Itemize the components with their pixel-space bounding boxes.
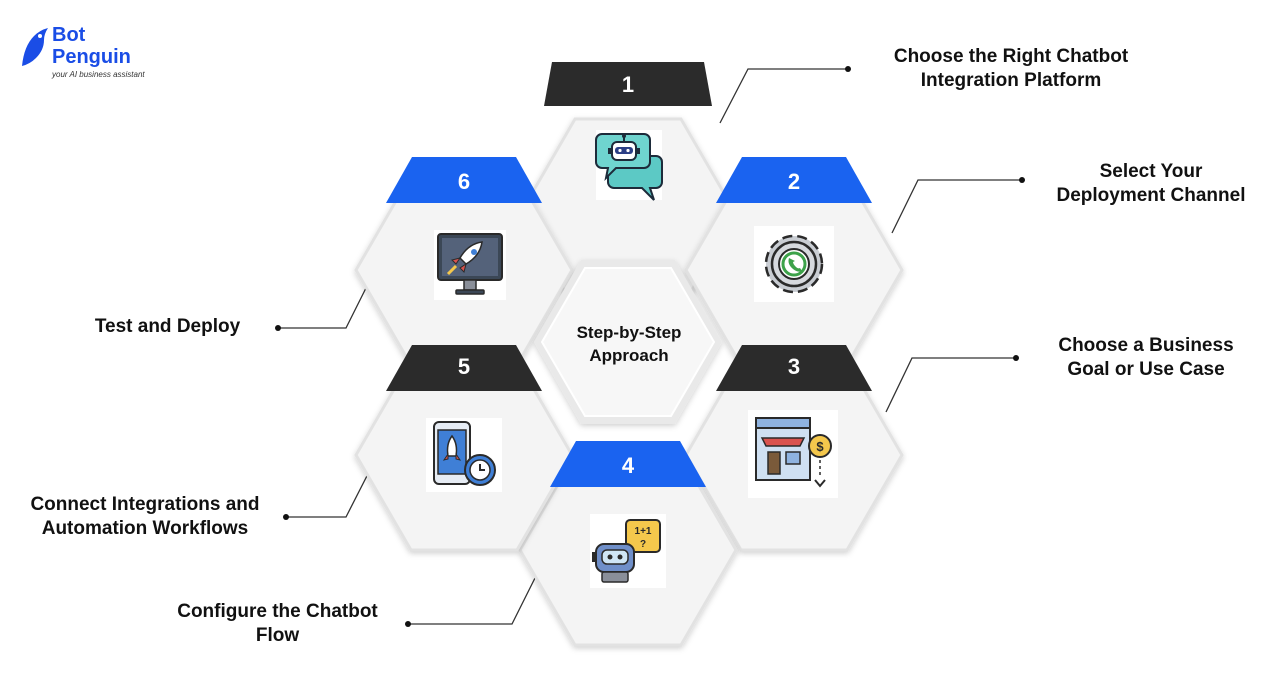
monitor-rocket-icon xyxy=(434,230,506,300)
brand-logo: Bot Penguin your AI business assistant xyxy=(18,24,158,84)
step-4-number-tab xyxy=(550,441,706,487)
step-1-number: 1 xyxy=(622,72,634,97)
mobile-rocket-clock-icon xyxy=(426,418,502,492)
brand-tagline: your AI business assistant xyxy=(52,70,145,79)
center-hex-inner xyxy=(540,267,716,417)
svg-text:?: ? xyxy=(640,539,646,550)
brand-name: Bot Penguin xyxy=(52,24,131,68)
center-hex xyxy=(534,260,722,424)
connector-dot-3 xyxy=(1013,355,1019,361)
phone-gear-icon xyxy=(754,226,834,302)
step-numbers: 1 2 3 4 5 6 xyxy=(458,72,800,478)
step-2-title: Select Your Deployment Channel xyxy=(1056,161,1246,206)
step-2-number-tab xyxy=(716,157,872,203)
step-3-number: 3 xyxy=(788,354,800,379)
connector-step-1 xyxy=(719,68,848,124)
step-3-number-tab xyxy=(716,345,872,391)
step-1-title: Choose the Right Chatbot Integration Pla… xyxy=(893,46,1129,91)
svg-text:$: $ xyxy=(816,439,824,454)
step-headers xyxy=(386,62,872,487)
bot-penguin-logo-icon xyxy=(22,28,48,66)
connector-dot-2 xyxy=(1019,177,1025,183)
connector-dot-1 xyxy=(845,66,851,72)
connector-step-4 xyxy=(408,571,539,625)
chat-robot-icon xyxy=(595,130,663,201)
robot-math-icon: 1+1 ? xyxy=(590,514,666,588)
step-5-number: 5 xyxy=(458,354,470,379)
connector-dots xyxy=(275,66,1025,627)
connector-step-6 xyxy=(278,275,373,329)
step-5-title: Connect Integrations and Automation Work… xyxy=(30,494,260,539)
step-1-number-tab xyxy=(544,62,712,106)
storefront-dollar-icon: $ xyxy=(748,410,838,498)
connector-dot-6 xyxy=(275,325,281,331)
step-5-number-tab xyxy=(386,345,542,391)
step-6-number: 6 xyxy=(458,169,470,194)
step-2-number: 2 xyxy=(788,169,800,194)
step-6-number-tab xyxy=(386,157,542,203)
connector-dot-5 xyxy=(283,514,289,520)
step-6-title: Test and Deploy xyxy=(94,316,241,337)
connector-step-2 xyxy=(891,179,1022,234)
connector-step-5 xyxy=(286,465,373,518)
step-3-title: Choose a Business Goal or Use Case xyxy=(1058,335,1234,380)
connector-dot-4 xyxy=(405,621,411,627)
center-label: Step-by-Step Approach xyxy=(576,323,682,365)
step-4-number: 4 xyxy=(622,453,635,478)
connector-lines xyxy=(278,68,1022,625)
svg-text:1+1: 1+1 xyxy=(635,526,652,537)
step-4-title: Configure the Chatbot Flow xyxy=(177,601,378,646)
connector-step-3 xyxy=(885,357,1016,413)
